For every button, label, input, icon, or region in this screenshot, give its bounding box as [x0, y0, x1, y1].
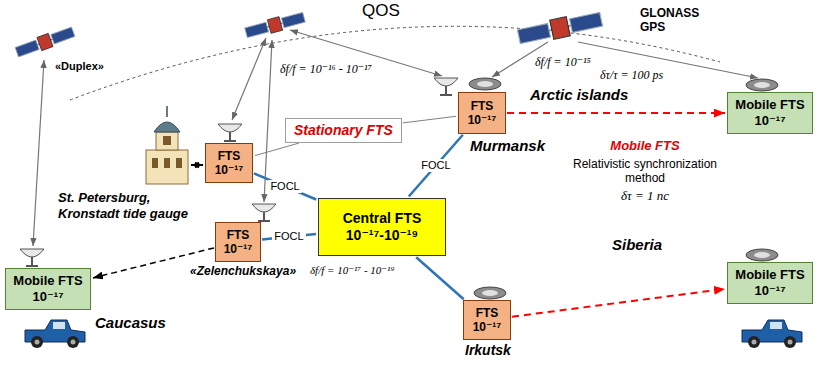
- place-label: Arctic islands: [530, 86, 628, 104]
- box-text: Mobile FTS 10⁻¹⁷: [10, 273, 86, 304]
- stability-label: δf/f = 10⁻¹⁷ - 10⁻¹⁹: [310, 264, 394, 277]
- connector: [255, 143, 299, 156]
- box-text: Mobile FTS 10⁻¹⁷: [732, 97, 808, 128]
- connector: [512, 289, 725, 317]
- truck: [25, 320, 85, 348]
- dish-antenna: [20, 249, 44, 266]
- mobile-box: Mobile FTS 10⁻¹⁷: [5, 268, 91, 310]
- system-label: GLONASS GPS: [640, 6, 712, 35]
- connector: [409, 135, 463, 197]
- station-box: FTS 10⁻¹⁷: [463, 300, 511, 340]
- dish-antenna: [252, 204, 276, 221]
- mobile-box: Mobile FTS 10⁻¹⁷: [727, 92, 813, 134]
- truck: [742, 320, 802, 348]
- link-label: FOCL: [272, 230, 305, 243]
- connector: [403, 116, 456, 123]
- central-box: Central FTS 10⁻¹⁷-10⁻¹⁹: [318, 198, 446, 256]
- box-text: Mobile FTS 10⁻¹⁷: [732, 267, 808, 298]
- place-label: St. Petersburg, Kronstadt tide gauge: [58, 190, 200, 221]
- box-text: FTS 10⁻¹⁷: [224, 228, 253, 257]
- satellite-label: «Duplex»: [55, 60, 104, 73]
- receiver-disk: [474, 287, 506, 299]
- callout-box: Stationary FTS: [285, 118, 402, 143]
- box-text: FTS 10⁻¹⁷: [468, 99, 497, 128]
- mobile-box: Mobile FTS 10⁻¹⁷: [727, 262, 813, 304]
- satellite-link: [33, 60, 44, 246]
- receiver-disk: [746, 249, 778, 261]
- duplex-satellite: [14, 25, 75, 59]
- stability-label: δf/f = 10⁻¹⁵: [535, 55, 591, 69]
- receiver-disk: [746, 79, 778, 91]
- accuracy-label: δτ = 1 nc: [565, 188, 725, 204]
- place-label: Siberia: [612, 236, 662, 254]
- network-label: QOS: [362, 1, 400, 21]
- station-box: FTS 10⁻¹⁷: [205, 143, 253, 183]
- place-label: Caucasus: [95, 314, 166, 332]
- accuracy-label: δτ/τ = 100 ps: [600, 68, 663, 82]
- box-text: Central FTS 10⁻¹⁷-10⁻¹⁹: [327, 210, 437, 244]
- stability-label: δf/f = 10⁻¹⁶ - 10⁻¹⁷: [280, 62, 372, 76]
- place-label: Murmansk: [470, 137, 545, 155]
- link-label: FOCL: [268, 180, 301, 193]
- box-text: FTS 10⁻¹⁷: [215, 149, 244, 178]
- method-label: Relativistic synchronization method: [565, 157, 725, 186]
- double-arrow: [191, 164, 203, 166]
- category-label: Mobile FTS: [565, 138, 725, 154]
- box-text: FTS 10⁻¹⁷: [473, 306, 502, 335]
- place-label: «Zelenchukskaya»: [190, 264, 296, 278]
- station-box: FTS 10⁻¹⁷: [215, 222, 261, 262]
- satellite: [244, 10, 306, 39]
- dish-antenna: [218, 124, 242, 141]
- satellite-link: [232, 38, 266, 120]
- connector: [507, 112, 725, 114]
- connector: [416, 257, 464, 299]
- box-text: Stationary FTS: [294, 122, 393, 139]
- link-label: FOCL: [419, 159, 452, 172]
- place-label: Irkutsk: [465, 342, 511, 359]
- glonass-satellite: [517, 10, 603, 47]
- station-box: FTS 10⁻¹⁷: [458, 92, 506, 134]
- dish-antenna: [434, 78, 458, 95]
- connector: [254, 173, 316, 199]
- tide-gauge-building: [146, 106, 188, 184]
- receiver-disk: [469, 78, 501, 90]
